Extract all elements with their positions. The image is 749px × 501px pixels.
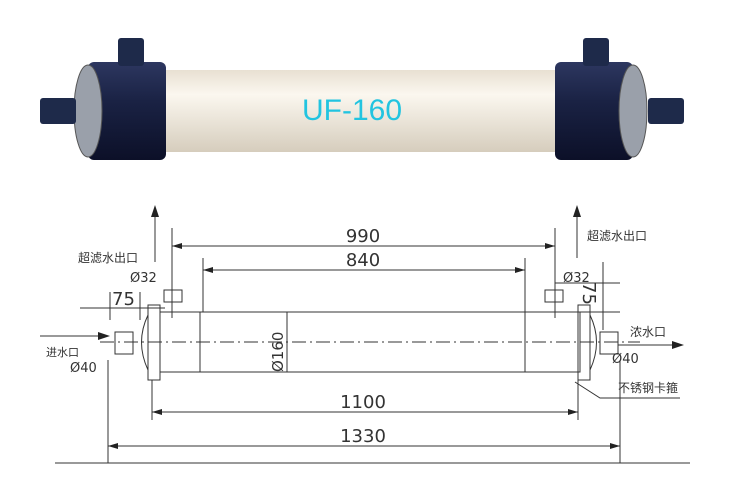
dim-840: 840 — [346, 250, 380, 271]
clamp-left — [73, 64, 103, 158]
dim-dia160: Ø160 — [269, 332, 287, 372]
membrane-body — [160, 70, 560, 152]
drawing-labels: 990 840 1100 1330 75 75 Ø160 超滤水出口 超滤水出口… — [46, 226, 678, 447]
side-port-right — [648, 98, 684, 124]
end-cap-right — [555, 62, 633, 160]
label-permeate-left: 超滤水出口 — [78, 250, 138, 265]
label-dia32-left: Ø32 — [130, 271, 157, 286]
dim-1100: 1100 — [340, 392, 386, 413]
label-dia40-right: Ø40 — [612, 352, 639, 367]
dim-1330: 1330 — [340, 426, 386, 447]
dim-75-left: 75 — [112, 289, 135, 310]
clamp-right — [618, 64, 648, 158]
end-cap-left — [88, 62, 166, 160]
technical-drawing — [40, 205, 690, 464]
membrane-photo: UF-160 — [40, 38, 684, 160]
label-clamp: 不锈钢卡箍 — [618, 380, 678, 395]
label-dia40-left: Ø40 — [70, 361, 97, 376]
dim-990: 990 — [346, 226, 380, 247]
model-label: UF-160 — [302, 94, 402, 127]
top-port-right — [583, 38, 609, 66]
label-permeate-right: 超滤水出口 — [587, 228, 647, 243]
label-concentrate: 浓水口 — [630, 325, 666, 339]
label-inlet: 进水口 — [46, 346, 79, 359]
top-port-left — [118, 38, 144, 66]
side-port-left — [40, 98, 76, 124]
label-dia32-right: Ø32 — [563, 271, 590, 286]
dim-75-right: 75 — [578, 282, 599, 305]
